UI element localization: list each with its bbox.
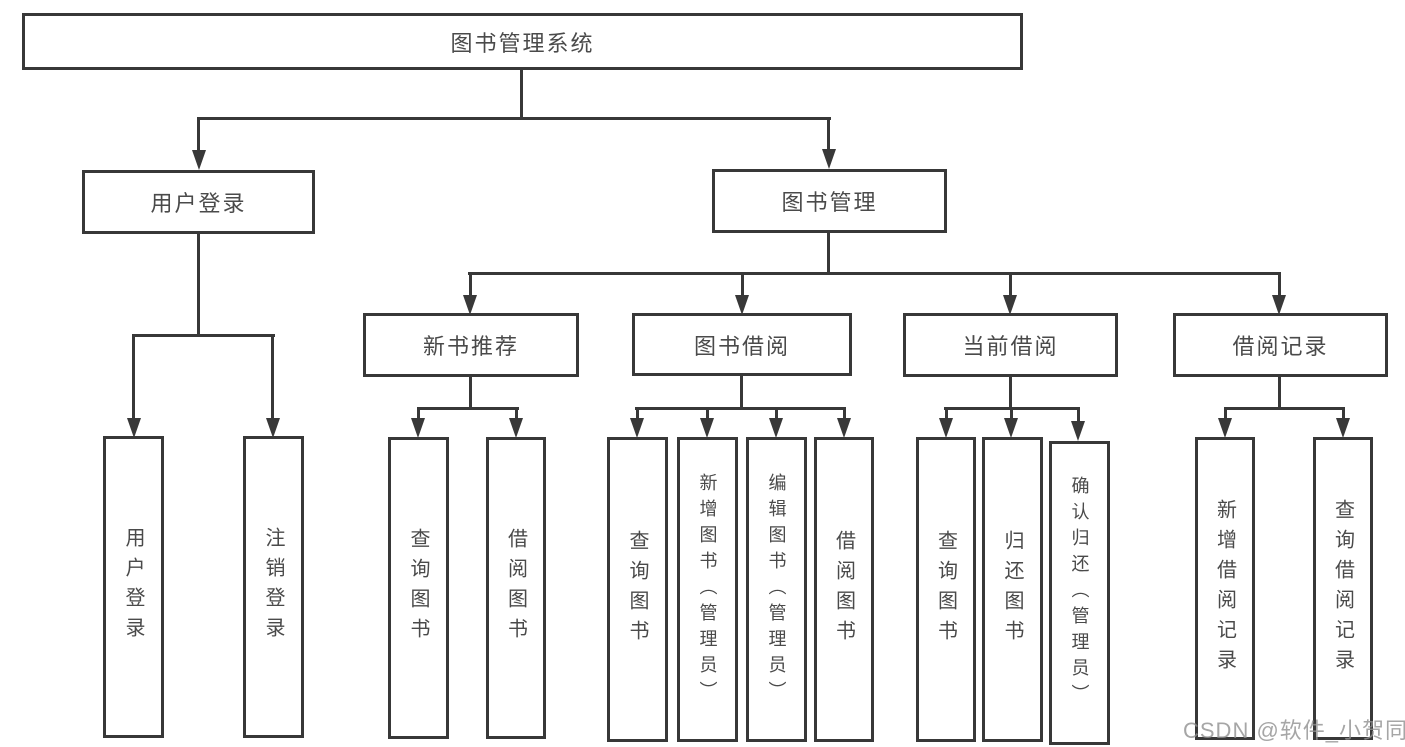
node-leaf-current-query-books-label: 查询图书 (934, 529, 957, 650)
connector-root-branch (197, 117, 831, 120)
node-book-management-label: 图书管理 (781, 190, 878, 215)
connector-user-login-stem (197, 234, 200, 337)
connector-user-login-branch (133, 334, 275, 337)
connector-drop-current-confirm (1077, 407, 1080, 422)
connector-root-stem (520, 69, 523, 120)
arrowhead-login-logout (266, 418, 280, 438)
arrowhead-borrowing-records (1272, 295, 1286, 315)
node-leaf-user-login-label: 用户登录 (122, 527, 144, 647)
connector-drop-records-query (1342, 407, 1345, 420)
node-leaf-logout: 注销登录 (243, 436, 304, 738)
arrowhead-current-borrowing (1003, 295, 1017, 315)
connector-drop-borrowing-records (1278, 272, 1281, 297)
node-book-management: 图书管理 (712, 169, 947, 233)
node-library-system: 图书管理系统 (22, 13, 1023, 70)
arrowhead-user-login (192, 150, 206, 170)
node-current-borrowing-label: 当前借阅 (962, 334, 1059, 359)
node-library-system-label: 图书管理系统 (450, 30, 595, 56)
node-leaf-borrowing-borrow-books: 借阅图书 (814, 437, 874, 742)
connector-drop-current-borrowing (1009, 272, 1012, 297)
connector-drop-book-borrowing (741, 272, 744, 297)
node-leaf-borrowing-query-books: 查询图书 (607, 437, 668, 742)
node-leaf-borrowing-borrow-books-label: 借阅图书 (832, 529, 855, 650)
arrowhead-borrowing-borrow (837, 418, 851, 438)
connector-current-stem (1009, 377, 1012, 410)
connector-records-stem (1278, 377, 1281, 410)
connector-recommend-stem (469, 376, 472, 410)
arrowhead-borrowing-query (630, 418, 644, 438)
arrowhead-borrowing-add (700, 418, 714, 438)
arrowhead-records-query (1336, 418, 1350, 438)
node-leaf-records-add-record: 新增借阅记录 (1195, 437, 1255, 740)
node-leaf-user-login: 用户登录 (103, 436, 164, 738)
arrowhead-current-return (1004, 418, 1018, 438)
connector-drop-borrowing-add (706, 407, 709, 420)
node-leaf-borrowing-add-books-label: 新增图书（管理员） (697, 472, 718, 707)
node-leaf-borrowing-add-books: 新增图书（管理员） (677, 437, 738, 742)
node-current-borrowing: 当前借阅 (903, 313, 1118, 377)
arrowhead-recommend-query (411, 418, 425, 438)
node-leaf-recommend-query-books: 查询图书 (388, 437, 449, 739)
connector-drop-user-login (197, 117, 200, 153)
connector-drop-current-query (945, 407, 948, 420)
arrowhead-recommend-borrow (509, 418, 523, 438)
node-leaf-borrowing-edit-books-label: 编辑图书（管理员） (766, 472, 787, 707)
node-leaf-current-return-books: 归还图书 (982, 437, 1043, 742)
node-new-book-recommend: 新书推荐 (363, 313, 579, 377)
connector-drop-current-return (1010, 407, 1013, 420)
node-leaf-recommend-borrow-books-label: 借阅图书 (504, 528, 527, 648)
arrowhead-records-add (1218, 418, 1232, 438)
connector-drop-borrowing-edit (775, 407, 778, 420)
node-leaf-current-confirm-return-label: 确认归还（管理员） (1069, 476, 1090, 710)
node-new-book-recommend-label: 新书推荐 (422, 334, 519, 359)
node-leaf-logout-label: 注销登录 (262, 527, 284, 647)
node-leaf-borrowing-edit-books: 编辑图书（管理员） (746, 437, 807, 742)
connector-borrowing-branch (635, 407, 846, 410)
arrowhead-current-confirm (1071, 421, 1085, 441)
arrowhead-book-borrowing (735, 295, 749, 315)
connector-drop-new-book-recommend (469, 272, 472, 297)
connector-drop-recommend-query (417, 407, 420, 420)
connector-recommend-branch (417, 407, 519, 410)
arrowhead-login-user-login (127, 418, 141, 438)
node-leaf-borrowing-query-books-label: 查询图书 (626, 529, 648, 650)
connector-book-management-stem (827, 233, 830, 275)
arrowhead-new-book-recommend (463, 295, 477, 315)
connector-drop-recommend-borrow (515, 407, 518, 420)
connector-drop-login-user-login (132, 334, 135, 420)
node-leaf-records-query-record: 查询借阅记录 (1313, 437, 1373, 740)
node-user-login-label: 用户登录 (150, 191, 247, 216)
node-book-borrowing-label: 图书借阅 (693, 333, 790, 359)
connector-records-branch (1224, 407, 1345, 410)
connector-drop-borrowing-query (636, 407, 639, 420)
node-leaf-current-query-books: 查询图书 (916, 437, 976, 742)
connector-book-management-branch (468, 272, 1281, 275)
node-book-borrowing: 图书借阅 (632, 313, 852, 376)
node-leaf-records-add-record-label: 新增借阅记录 (1213, 498, 1236, 679)
node-leaf-recommend-query-books-label: 查询图书 (407, 528, 429, 648)
csdn-watermark: CSDN @软件_小贺同学 (1183, 718, 1405, 743)
node-leaf-records-query-record-label: 查询借阅记录 (1331, 498, 1354, 679)
node-borrowing-records: 借阅记录 (1173, 313, 1388, 377)
connector-borrowing-stem (740, 376, 743, 410)
node-borrowing-records-label: 借阅记录 (1232, 334, 1329, 359)
connector-drop-login-logout (271, 334, 274, 420)
arrowhead-current-query (939, 418, 953, 438)
node-leaf-recommend-borrow-books: 借阅图书 (486, 437, 546, 739)
connector-drop-records-add (1224, 407, 1227, 420)
arrowhead-borrowing-edit (769, 418, 783, 438)
node-leaf-current-confirm-return: 确认归还（管理员） (1049, 441, 1110, 745)
node-user-login: 用户登录 (82, 170, 315, 234)
arrowhead-book-management (822, 149, 836, 169)
connector-drop-borrowing-borrow (843, 407, 846, 420)
node-leaf-current-return-books-label: 归还图书 (1001, 529, 1023, 650)
connector-drop-book-management (827, 117, 830, 153)
